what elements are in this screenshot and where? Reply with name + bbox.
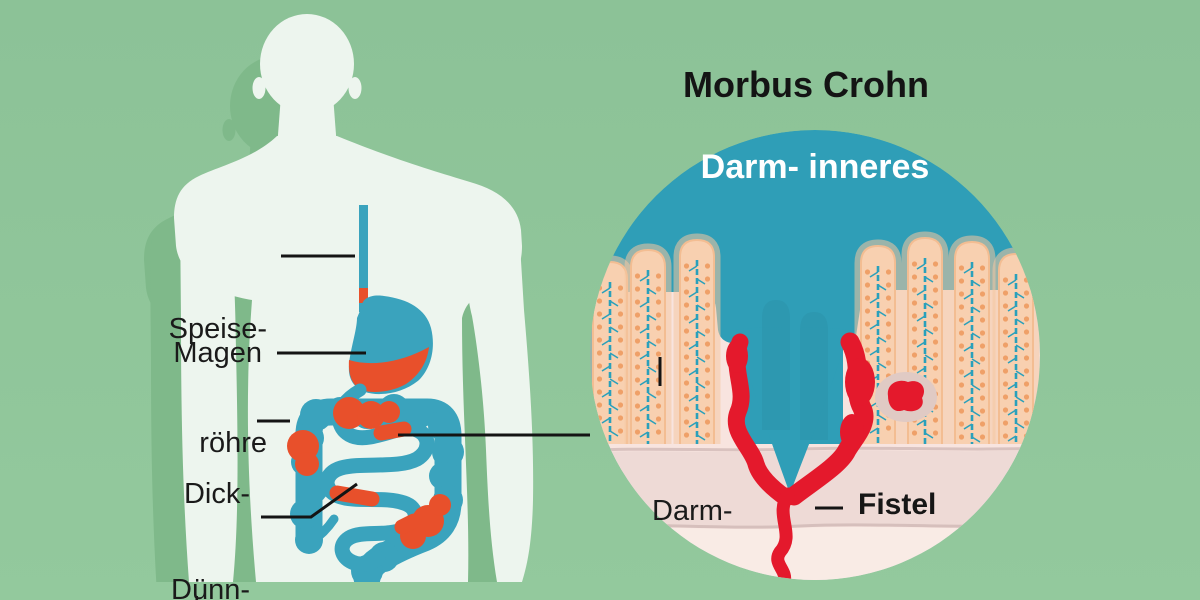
stomach-label: Magen [173,337,262,369]
esophagus-inflammation [359,288,368,303]
appendix-shape [306,514,339,547]
esophagus-label: Speise- röhre [169,234,267,500]
ghost-villus-1 [762,300,790,430]
colon-label: Dick- darm [184,399,250,600]
abscess-spot [887,380,925,412]
fistula-tract [771,487,795,580]
villi-label: Darm- zotten [652,404,733,600]
esophagus-label-line2: röhre [199,427,267,459]
inflammation-patches [287,397,451,549]
digestive-tract [287,205,464,582]
fistula [726,332,937,580]
esophagus-label-line1: Speise- [168,313,267,345]
intestinal-villi [590,231,1040,454]
lumen-label-line1: Darm- [700,148,799,186]
lumen-label: Darm- inneres [665,143,965,191]
colon-label-line2: darm [184,589,250,600]
esophagus-shape [359,205,368,312]
fistula-label: Fistel [858,488,937,521]
ghost-villus-2 [800,312,828,440]
small-intestine-label-line1: Dünn- [171,574,250,600]
villi-label-line1: Darm- [652,495,733,527]
stomach-inflammation [348,347,429,392]
colon-label-line1: Dick- [183,478,250,510]
small-intestine-leader-line [261,482,358,519]
diagram-title: Morbus Crohn [683,64,929,105]
lumen-label-line2: inneres [808,148,930,186]
leader-lines [257,254,843,519]
small-intestine-label: Dünn- darm [171,495,250,600]
